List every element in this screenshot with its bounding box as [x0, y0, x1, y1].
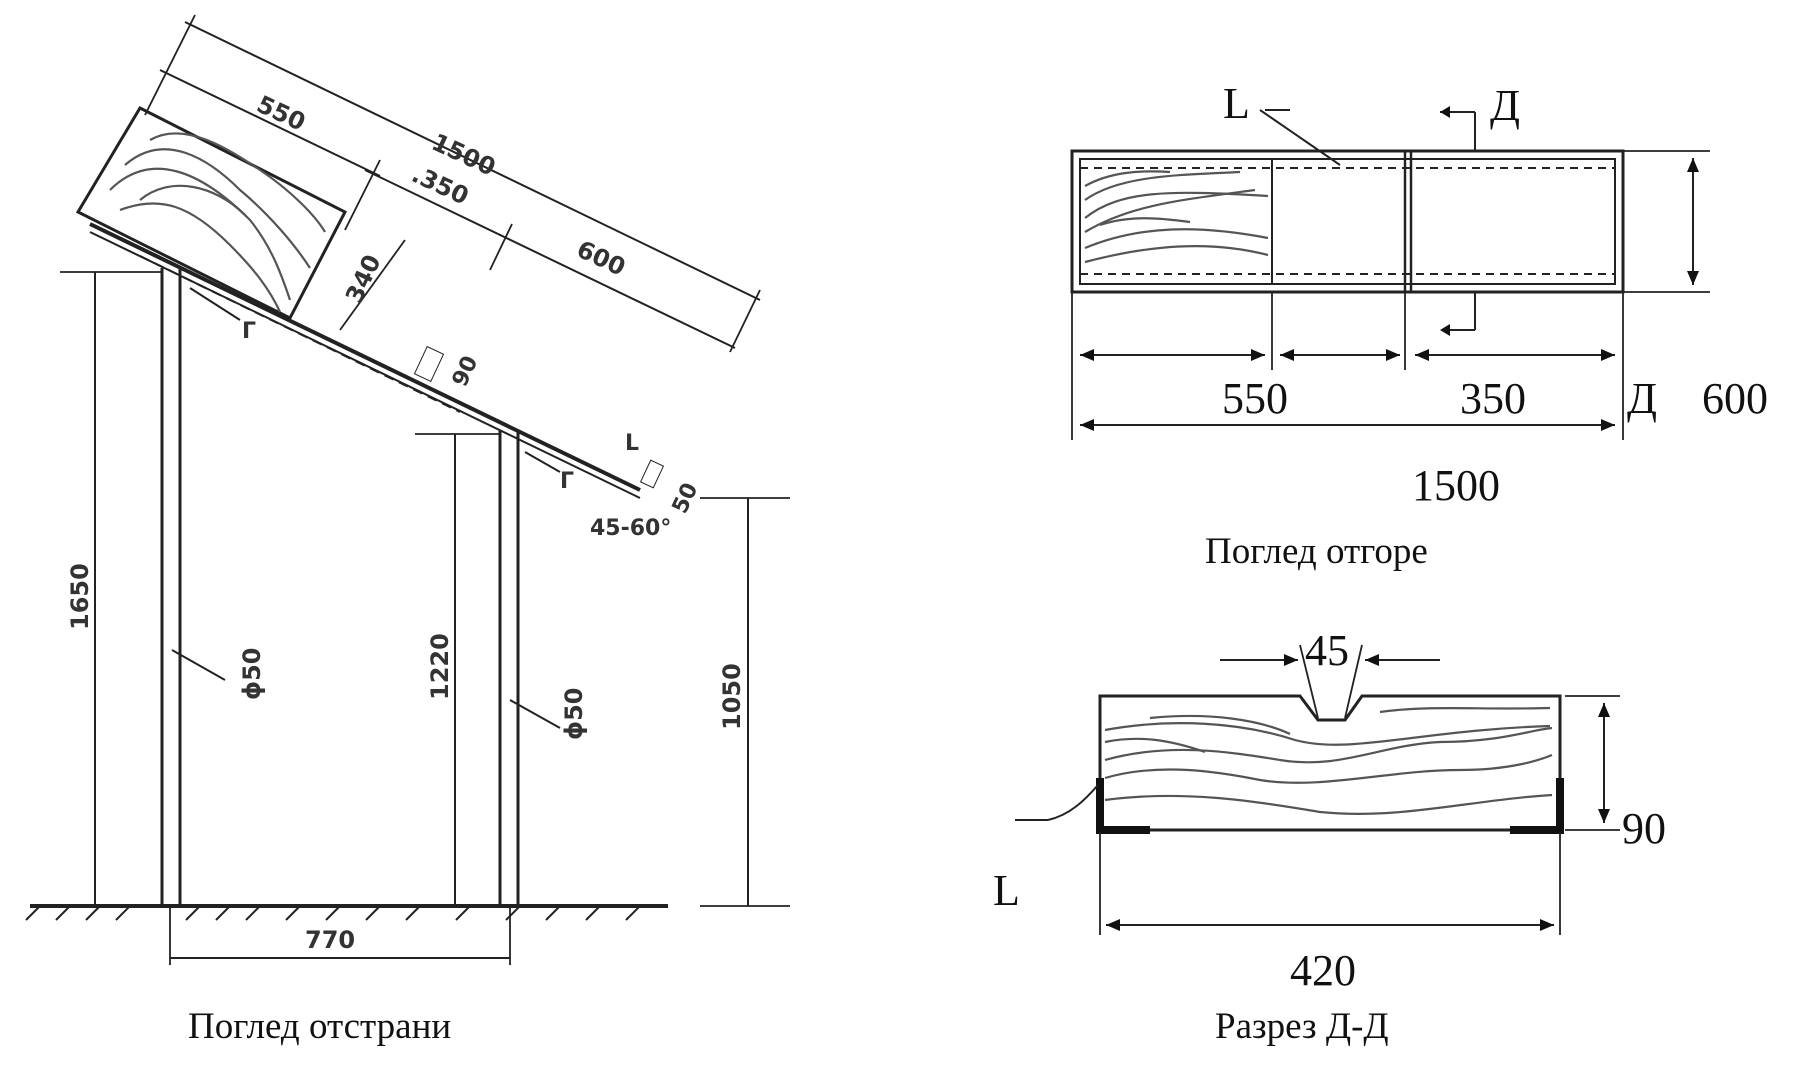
- section-label-l: L: [993, 866, 1020, 915]
- vertical-dimensions: [60, 271, 790, 907]
- side-dim-550: 550: [252, 90, 309, 137]
- weld-label-1: Г: [242, 319, 256, 344]
- tall-post: [160, 268, 182, 906]
- top-l-leader: [1259, 109, 1341, 166]
- top-dim-1500: 1500: [1412, 461, 1500, 510]
- side-dim-340: 340: [340, 250, 387, 307]
- ground-line: [25, 904, 668, 921]
- side-dim-1220: 1220: [426, 633, 454, 700]
- inclined-frame: [89, 222, 641, 499]
- stop-block-2: [639, 459, 665, 489]
- top-dimensions: [1071, 150, 1710, 440]
- top-dim-350: 350: [1460, 374, 1526, 423]
- section-dim-420: 420: [1290, 946, 1356, 995]
- top-dim-600: 600: [1702, 374, 1768, 423]
- side-dim-1050: 1050: [718, 663, 746, 730]
- side-angle-label: 45-60°: [590, 516, 671, 541]
- weld-leader-1: [189, 287, 241, 321]
- pipe-leader-1: [171, 649, 226, 681]
- section-dim-45-lines: [1220, 644, 1440, 719]
- side-dim-50: 50: [668, 479, 704, 517]
- top-dim-550: 550: [1222, 374, 1288, 423]
- side-dim-90: 90: [448, 352, 484, 390]
- dim-770: [169, 906, 511, 965]
- section-caption: Разрез Д-Д: [1215, 1006, 1389, 1047]
- short-post: [498, 430, 520, 906]
- weld-label-2: Г: [560, 469, 574, 494]
- side-dim-770: 770: [305, 926, 355, 954]
- wooden-board-side: [75, 106, 348, 321]
- section-dim-90-lines: [1565, 695, 1620, 831]
- top-view-caption: Поглед отгоре: [1205, 531, 1428, 572]
- section-view: 45 90 420 L Разрез Д-Д: [993, 626, 1666, 1047]
- top-wood-grain: [1084, 170, 1269, 264]
- sloped-dimensions: [144, 14, 761, 353]
- top-frame-outer: [1070, 149, 1625, 294]
- section-wood-grain: [1104, 706, 1553, 815]
- section-marker-top: [1440, 106, 1476, 151]
- angle-profile-left: [1096, 778, 1150, 834]
- pipe-label-2: ϕ50: [560, 687, 588, 740]
- top-frame-inner: [1079, 158, 1616, 285]
- pipe-leader-2: [509, 699, 561, 729]
- section-marker-bottom: [1440, 292, 1476, 336]
- section-dim-420-lines: [1099, 832, 1561, 935]
- section-dim-45: 45: [1305, 626, 1349, 675]
- top-label-d-top: Д: [1490, 81, 1520, 130]
- side-view: 550 1500 .350 600 340 90 50 45-60° 1650 …: [25, 14, 790, 1047]
- top-label-d-right: Д: [1627, 374, 1657, 423]
- top-view: L Д Д 550 350 600 1500 Поглед отгоре: [1070, 79, 1768, 572]
- angle-label-l: L: [625, 431, 639, 456]
- side-dim-1650: 1650: [66, 563, 94, 630]
- angle-profile-right: [1510, 778, 1564, 834]
- section-board: [1098, 694, 1562, 832]
- stop-block-1: [413, 345, 445, 383]
- top-label-l: L: [1223, 79, 1250, 128]
- section-dim-90: 90: [1622, 804, 1666, 853]
- side-view-caption: Поглед отстрани: [188, 1006, 451, 1047]
- weld-leader-2: [524, 451, 561, 473]
- pipe-label-1: ϕ50: [238, 647, 266, 700]
